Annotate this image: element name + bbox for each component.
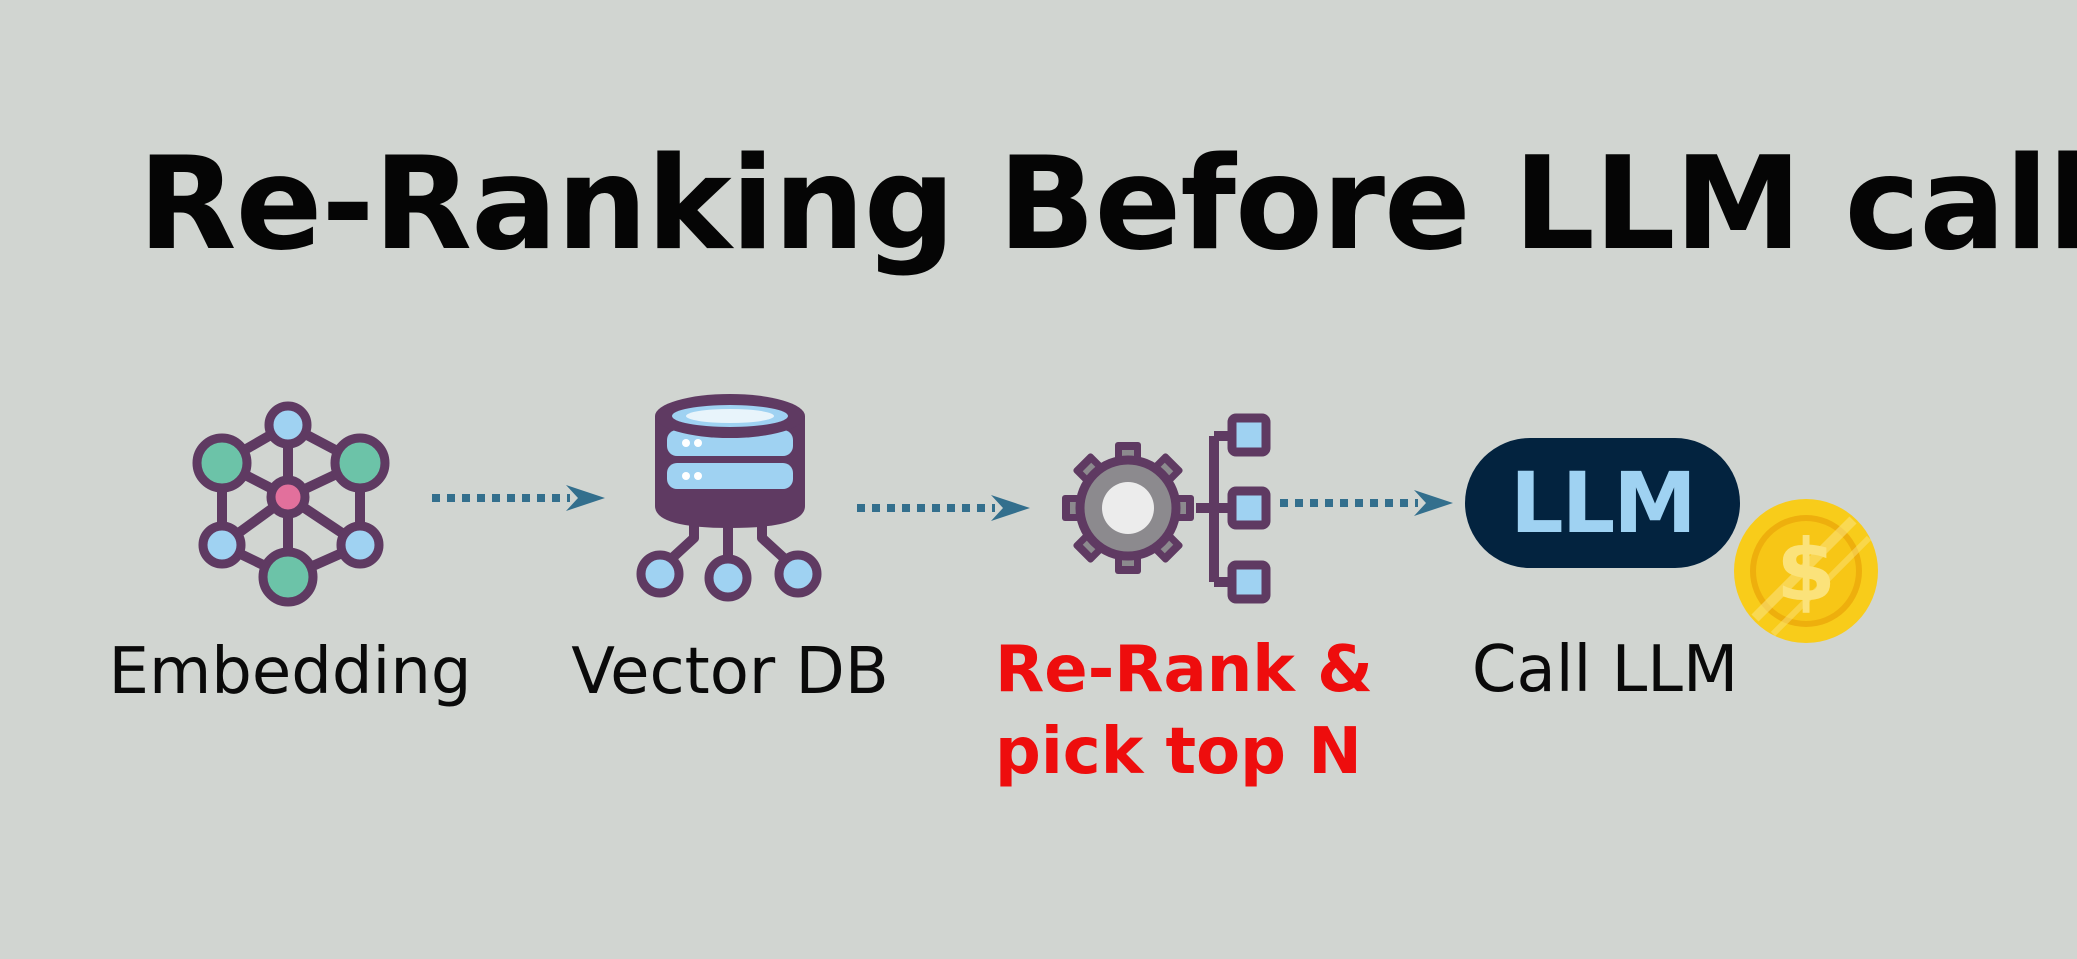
call-llm-label: Call LLM (1471, 633, 1739, 707)
neural-network-icon (192, 401, 390, 607)
arrow-right-icon (857, 495, 1030, 521)
embedding-label: Embedding (108, 635, 472, 709)
coin-dollar-sign: $ (1776, 521, 1836, 621)
dollar-coin-icon (1734, 499, 1878, 643)
llm-badge-icon: LLM (1465, 438, 1740, 568)
rerank-label-line2: pick top N (995, 715, 1362, 789)
page-title: Re-Ranking Before LLM call (138, 130, 2077, 279)
database-icon (636, 394, 822, 602)
llm-badge-text: LLM (1510, 454, 1697, 552)
rerank-label-line1: Re-Rank & (995, 633, 1373, 707)
arrow-right-icon (1280, 490, 1453, 516)
arrow-right-icon (432, 485, 605, 511)
vector-db-label: Vector DB (571, 635, 889, 709)
gear-hierarchy-icon (1062, 413, 1271, 604)
